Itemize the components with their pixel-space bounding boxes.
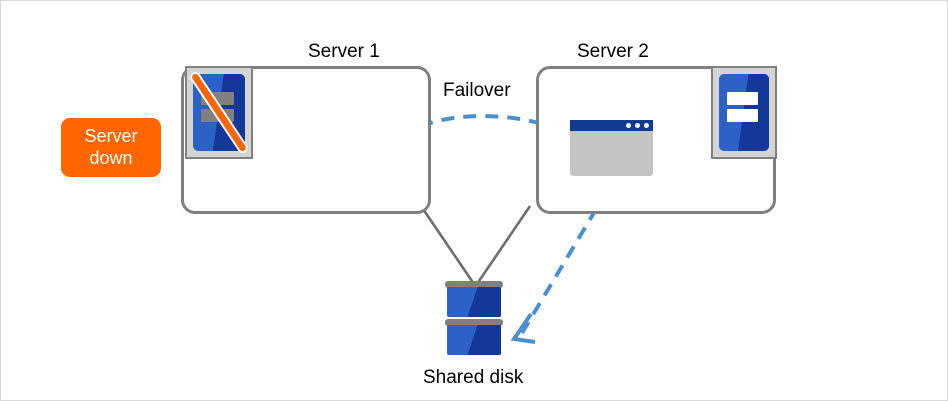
connector-server2-to-disk: [475, 205, 532, 285]
server-online-icon: [711, 66, 777, 159]
app-window-dot-3: [644, 123, 649, 128]
status-badge-line1: Server: [84, 125, 138, 146]
disk-platter-bottom: [447, 325, 501, 355]
disk-cap-top: [445, 281, 503, 288]
server2-bar-bottom: [727, 109, 758, 123]
server2-title: Server 2: [577, 41, 649, 62]
status-badge-line2: down: [89, 147, 133, 168]
failover-label: Failover: [443, 80, 511, 101]
server-offline-icon: [185, 66, 253, 159]
shared-disk-icon: [445, 281, 503, 361]
app-window-dot-2: [635, 123, 640, 128]
status-badge-server-down: Server down: [61, 118, 161, 177]
app-window-dot-1: [626, 123, 631, 128]
app-to-disk-arrowhead-icon: [510, 312, 536, 344]
offline-slash-icon: [190, 72, 248, 153]
disk-cap-bottom: [445, 319, 503, 326]
server2-bar-top: [727, 91, 758, 105]
server1-title: Server 1: [308, 41, 380, 62]
app-window-titlebar: [570, 120, 653, 131]
shared-disk-label: Shared disk: [423, 367, 524, 388]
connector-server1-to-disk: [419, 205, 476, 285]
application-window-icon: [570, 120, 653, 176]
app-window-body: [570, 131, 653, 176]
disk-platter-top: [447, 287, 501, 317]
server2-tower: [719, 74, 769, 151]
